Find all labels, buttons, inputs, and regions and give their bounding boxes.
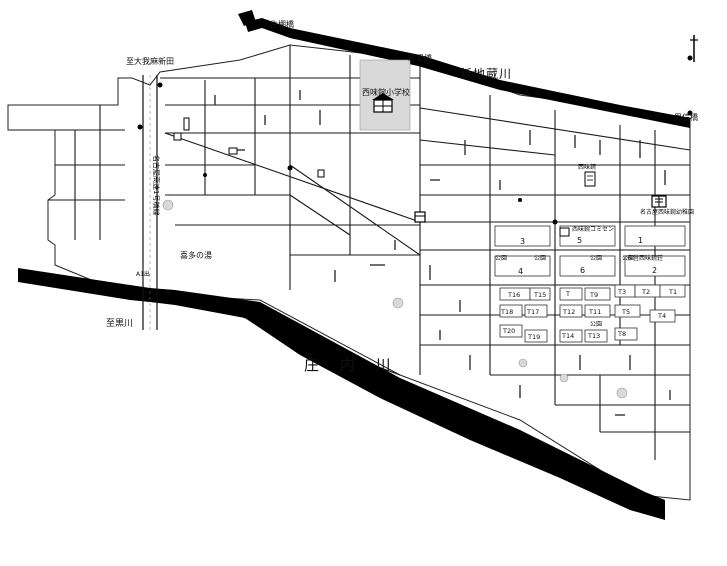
lot-label: T9 bbox=[589, 291, 598, 299]
label-bath: 喜多の湯 bbox=[180, 250, 212, 260]
label-expressway: 名古屋高速1号楠線 bbox=[152, 155, 161, 215]
park-label: 公園 bbox=[622, 255, 634, 262]
label-river-south: 庄 内 川 bbox=[304, 356, 399, 374]
lot-label: T4 bbox=[657, 312, 666, 320]
temple-icon bbox=[584, 171, 596, 187]
residential-blocks bbox=[494, 225, 686, 343]
lot-label: T12 bbox=[562, 308, 575, 316]
block-number: 6 bbox=[580, 266, 585, 275]
label-bridge-n: 慈恩橋 bbox=[408, 53, 432, 63]
label-bridge-ne: 男信橋 bbox=[674, 112, 698, 122]
lot-label: T bbox=[565, 290, 570, 298]
block-numbers: 1 2 3 4 5 6 bbox=[518, 236, 657, 276]
label-nishi-mikan-so: 市営西味鋺荘 bbox=[627, 254, 663, 262]
expressway bbox=[142, 75, 158, 330]
label-bridge-nw: 生棚橋 bbox=[270, 19, 294, 29]
label-kindergarten: 名古屋西味鋺幼稚園 bbox=[640, 208, 694, 216]
school-icon bbox=[372, 93, 394, 113]
park-label: 公園 bbox=[590, 255, 602, 262]
lot-label: T16 bbox=[507, 291, 520, 299]
label-to-north: 至大我麻新田 bbox=[126, 56, 174, 66]
park-labels: 公園 公園 公園 公園 公園 bbox=[495, 255, 634, 328]
block-number: 2 bbox=[652, 266, 657, 275]
lot-label: T1 bbox=[668, 288, 677, 296]
rivers bbox=[18, 10, 690, 520]
map-labels: 生棚橋 慈恩橋 男信橋 新地蔵川 庄 内 川 至大我麻新田 至黒川 名古屋高速1… bbox=[106, 19, 698, 374]
lot-label: T19 bbox=[527, 333, 540, 341]
lot-label: T20 bbox=[502, 327, 515, 335]
lot-label: T11 bbox=[588, 308, 601, 316]
lot-label: T2 bbox=[641, 288, 650, 296]
park-label: 公園 bbox=[534, 255, 546, 262]
lot-label: T3 bbox=[617, 288, 626, 296]
label-school: 西味鋺小学校 bbox=[362, 87, 410, 97]
label-river-north: 新地蔵川 bbox=[460, 66, 512, 81]
lot-label: T17 bbox=[526, 308, 539, 316]
community-center-icon bbox=[559, 227, 570, 237]
lot-labels: T1 T2 T3 T4 T5 T8 T9 T11 T12 T13 T14 T15… bbox=[500, 288, 677, 341]
block-number: 5 bbox=[577, 236, 582, 245]
label-west-facility: 西味鋺 bbox=[578, 163, 596, 171]
block-number: 3 bbox=[520, 237, 525, 246]
park-label: 公園 bbox=[590, 321, 602, 328]
bus-stop-icon bbox=[173, 117, 325, 178]
label-to-south: 至黒川 bbox=[106, 318, 133, 329]
lot-label: T13 bbox=[587, 332, 600, 340]
river-shin-jizo bbox=[245, 18, 690, 128]
park-label: 公園 bbox=[495, 255, 507, 262]
lot-label: T18 bbox=[500, 308, 513, 316]
street-grid bbox=[7, 44, 691, 501]
block-number: 1 bbox=[638, 236, 643, 245]
lot-label: T15 bbox=[533, 291, 546, 299]
lot-label: T5 bbox=[621, 308, 630, 316]
lot-label: T8 bbox=[617, 330, 626, 338]
lot-label: T14 bbox=[561, 332, 574, 340]
label-community-center: 西味鋺コミセン bbox=[572, 225, 614, 233]
block-number: 4 bbox=[518, 267, 523, 276]
shrine-icon bbox=[414, 211, 426, 223]
facilities bbox=[137, 55, 693, 399]
kindergarten-icon bbox=[651, 195, 667, 208]
north-arrow-icon bbox=[690, 35, 698, 62]
label-exit: A1出 bbox=[136, 270, 150, 278]
river-shonai bbox=[18, 268, 665, 520]
